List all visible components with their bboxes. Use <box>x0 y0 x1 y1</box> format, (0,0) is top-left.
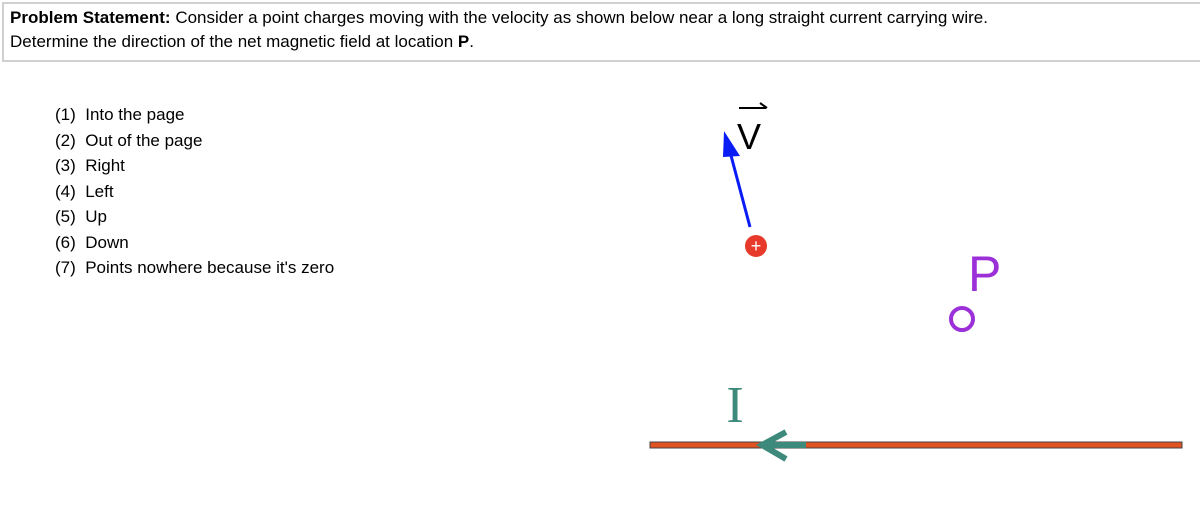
answer-choices: (1) Into the page (2) Out of the page (3… <box>55 102 334 281</box>
choice-2: (2) Out of the page <box>55 130 203 150</box>
problem-end: . <box>469 32 474 51</box>
vector-arrow-icon <box>739 102 768 109</box>
charge-sign: + <box>751 236 762 256</box>
choice-3: (3) Right <box>55 156 125 175</box>
positive-charge <box>745 235 767 257</box>
problem-statement: Problem Statement: Consider a point char… <box>2 2 1200 62</box>
choice-5: (5) Up <box>55 207 107 226</box>
problem-text-2: Determine the direction of the net magne… <box>10 32 458 51</box>
point-marker <box>949 306 975 332</box>
choice-6: (6) Down <box>55 232 129 252</box>
current-direction-arrow <box>755 429 806 462</box>
choice-4: (4) Left <box>55 181 114 201</box>
problem-text-1: Consider a point charges moving with the… <box>170 8 988 27</box>
wire <box>649 441 1183 449</box>
current-label: I <box>726 377 743 434</box>
choice-1: (1) Into the page <box>55 105 185 124</box>
velocity-label: V <box>737 116 761 157</box>
problem-label: Problem Statement: <box>10 8 171 27</box>
point-label: P <box>968 246 1001 302</box>
choice-7: (7) Points nowhere because it's zero <box>55 258 335 277</box>
problem-point: P <box>457 32 470 51</box>
velocity-arrow <box>723 131 752 228</box>
